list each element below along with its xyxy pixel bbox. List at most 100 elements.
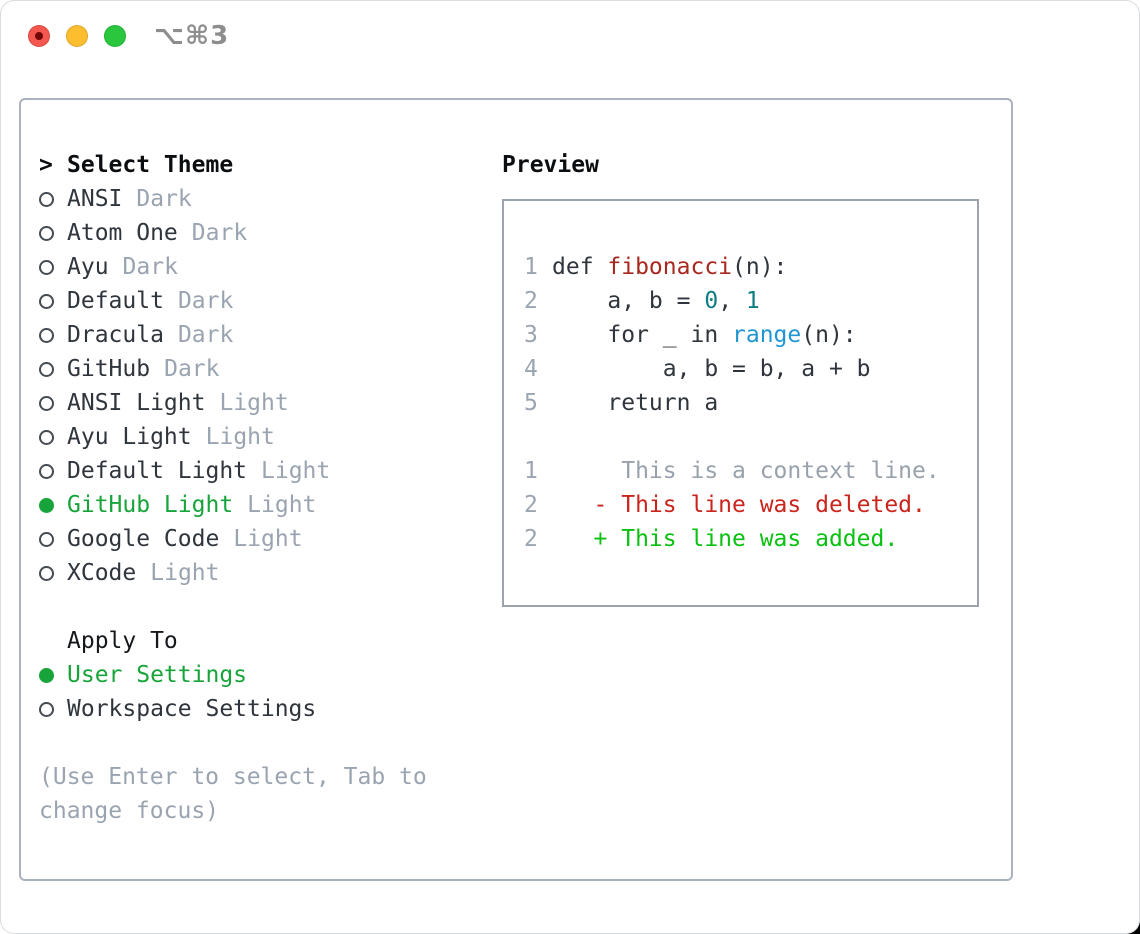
line-number: 2 bbox=[524, 288, 538, 314]
theme-variant: Dark bbox=[177, 322, 234, 348]
radio-icon bbox=[39, 361, 54, 377]
theme-option[interactable]: Ayu Light Light bbox=[39, 420, 502, 454]
radio-icon bbox=[39, 701, 54, 717]
line-number: 2 bbox=[524, 492, 538, 518]
code-token: + This line was added. bbox=[593, 526, 899, 552]
theme-name: Default Light bbox=[67, 458, 248, 484]
code-token: - This line was deleted. bbox=[593, 492, 926, 518]
minimize-button[interactable] bbox=[66, 25, 88, 47]
theme-variant: Dark bbox=[191, 220, 248, 246]
theme-option[interactable]: Dracula Dark bbox=[39, 318, 502, 352]
theme-name: GitHub Light bbox=[67, 492, 234, 518]
theme-option[interactable]: Default Light Light bbox=[39, 454, 502, 488]
radio-icon bbox=[39, 191, 54, 207]
code-token: a, b = b, a + b bbox=[552, 356, 871, 382]
radio-icon bbox=[39, 327, 54, 343]
radio-icon bbox=[39, 293, 54, 309]
help-text: (Use Enter to select, Tab to change focu… bbox=[39, 764, 427, 824]
prompt-icon: > bbox=[39, 152, 53, 178]
theme-name: ANSI Light bbox=[67, 390, 206, 416]
select-theme-header: > Select Theme bbox=[39, 148, 502, 182]
code-token: fibonacci bbox=[607, 254, 733, 280]
code-token: 0 bbox=[704, 288, 719, 314]
theme-variant: Light bbox=[261, 458, 331, 484]
code-line: 1 def fibonacci(n): bbox=[524, 250, 977, 284]
apply-to-option[interactable]: User Settings bbox=[39, 658, 502, 692]
theme-variant: Light bbox=[150, 560, 220, 586]
theme-variant: Dark bbox=[136, 186, 192, 212]
radio-selected-icon bbox=[39, 667, 54, 683]
theme-option[interactable]: GitHub Light Light bbox=[39, 488, 502, 522]
theme-option[interactable]: XCode Light bbox=[39, 556, 502, 590]
apply-to-header: Apply To bbox=[67, 628, 178, 654]
theme-name: Dracula bbox=[67, 322, 164, 348]
code-token: (n): bbox=[801, 322, 857, 348]
code-token: This is a context line. bbox=[552, 458, 940, 484]
traffic-lights bbox=[28, 25, 126, 47]
code-line bbox=[524, 420, 977, 454]
theme-variant: Dark bbox=[164, 356, 220, 382]
theme-name: GitHub bbox=[67, 356, 151, 382]
radio-icon bbox=[39, 565, 54, 581]
theme-option[interactable]: Atom One Dark bbox=[39, 216, 502, 250]
radio-icon bbox=[39, 463, 54, 479]
theme-name: Ayu bbox=[67, 254, 109, 280]
theme-name: ANSI bbox=[67, 186, 123, 212]
theme-name: Default bbox=[67, 288, 164, 314]
preview-title: Preview bbox=[502, 152, 599, 178]
theme-variant: Light bbox=[247, 492, 317, 518]
apply-to-option-label: Workspace Settings bbox=[67, 696, 317, 722]
zoom-button[interactable] bbox=[104, 25, 126, 47]
radio-selected-icon bbox=[39, 497, 54, 513]
code-token: 1 bbox=[745, 288, 760, 314]
line-number bbox=[524, 420, 538, 454]
theme-option[interactable]: Ayu Dark bbox=[39, 250, 502, 284]
code-token: for _ in bbox=[552, 322, 733, 348]
theme-name: XCode bbox=[67, 560, 137, 586]
line-number: 3 bbox=[524, 322, 538, 348]
code-token: range bbox=[732, 322, 802, 348]
code-line: 4 a, b = b, a + b bbox=[524, 352, 977, 386]
code-token: def bbox=[552, 254, 608, 280]
theme-option[interactable]: Default Dark bbox=[39, 284, 502, 318]
theme-option[interactable]: ANSI Dark bbox=[39, 182, 502, 216]
theme-option[interactable]: ANSI Light Light bbox=[39, 386, 502, 420]
code-line: 3 for _ in range(n): bbox=[524, 318, 977, 352]
apply-to-option-label: User Settings bbox=[67, 662, 248, 688]
select-theme-title: Select Theme bbox=[67, 152, 234, 178]
theme-option[interactable]: GitHub Dark bbox=[39, 352, 502, 386]
radio-icon bbox=[39, 259, 54, 275]
radio-icon bbox=[39, 395, 54, 411]
apply-to-option[interactable]: Workspace Settings bbox=[39, 692, 502, 726]
line-number: 5 bbox=[524, 390, 538, 416]
code-line: 2 - This line was deleted. bbox=[524, 488, 977, 522]
theme-name: Atom One bbox=[67, 220, 178, 246]
line-number: 1 bbox=[524, 254, 538, 280]
code-token: a, b = bbox=[552, 288, 705, 314]
radio-icon bbox=[39, 429, 54, 445]
code-line: 1 This is a context line. bbox=[524, 454, 977, 488]
theme-variant: Light bbox=[205, 424, 275, 450]
line-number: 1 bbox=[524, 458, 538, 484]
code-token: (n): bbox=[732, 254, 788, 280]
theme-variant: Dark bbox=[177, 288, 234, 314]
close-button[interactable] bbox=[28, 25, 50, 47]
code-token: return a bbox=[552, 390, 719, 416]
code-token: , bbox=[718, 288, 746, 314]
line-number: 4 bbox=[524, 356, 538, 382]
code-token bbox=[552, 522, 594, 556]
radio-icon bbox=[39, 225, 54, 241]
titlebar: ⌥⌘3 bbox=[0, 0, 1140, 72]
theme-variant: Dark bbox=[122, 254, 178, 280]
theme-variant: Light bbox=[219, 390, 289, 416]
theme-name: Ayu Light bbox=[67, 424, 192, 450]
